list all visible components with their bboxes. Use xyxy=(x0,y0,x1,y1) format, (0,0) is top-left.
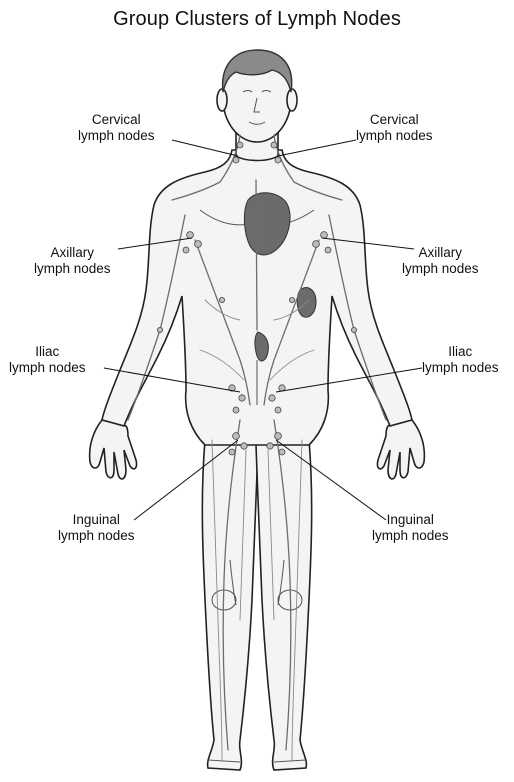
label-inguinal-right-line1: Inguinal xyxy=(372,512,449,528)
label-inguinal-left-line1: Inguinal xyxy=(58,512,135,528)
label-axillary-right-line2: lymph nodes xyxy=(402,261,479,277)
label-cervical-right: Cervical lymph nodes xyxy=(356,112,433,144)
label-iliac-left: Iliac lymph nodes xyxy=(9,344,86,376)
label-axillary-right: Axillary lymph nodes xyxy=(402,245,479,277)
label-inguinal-right-line2: lymph nodes xyxy=(372,528,449,544)
label-axillary-left-line1: Axillary xyxy=(34,245,111,261)
label-iliac-right-line2: lymph nodes xyxy=(422,360,499,376)
label-cervical-left-line1: Cervical xyxy=(78,112,155,128)
leader-cervical-right xyxy=(278,140,356,156)
label-cervical-right-line2: lymph nodes xyxy=(356,128,433,144)
label-axillary-left-line2: lymph nodes xyxy=(34,261,111,277)
label-inguinal-right: Inguinal lymph nodes xyxy=(372,512,449,544)
label-iliac-left-line2: lymph nodes xyxy=(9,360,86,376)
label-inguinal-left: Inguinal lymph nodes xyxy=(58,512,135,544)
leader-cervical-left xyxy=(172,140,238,156)
body-silhouette xyxy=(90,50,425,770)
label-iliac-left-line1: Iliac xyxy=(9,344,86,360)
label-axillary-left: Axillary lymph nodes xyxy=(34,245,111,277)
label-iliac-right: Iliac lymph nodes xyxy=(422,344,499,376)
label-cervical-left-line2: lymph nodes xyxy=(78,128,155,144)
label-inguinal-left-line2: lymph nodes xyxy=(58,528,135,544)
label-cervical-left: Cervical lymph nodes xyxy=(78,112,155,144)
label-cervical-right-line1: Cervical xyxy=(356,112,433,128)
label-axillary-right-line1: Axillary xyxy=(402,245,479,261)
label-iliac-right-line1: Iliac xyxy=(422,344,499,360)
